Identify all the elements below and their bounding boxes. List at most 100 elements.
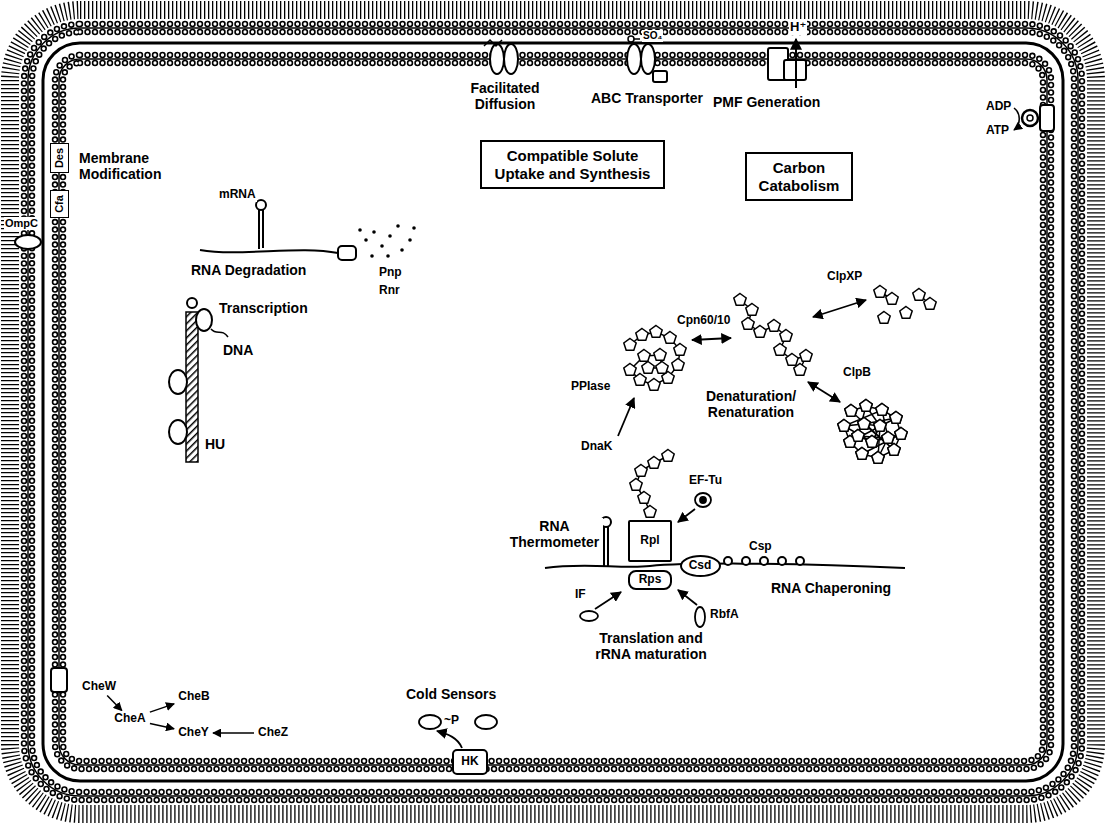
node-text: Rpl: [640, 534, 659, 548]
text-label: ClpB: [842, 366, 872, 380]
protein-label: CheW: [80, 680, 118, 694]
rna-thermometer-stem: [603, 527, 605, 566]
amino-acid-pentagon: [644, 506, 656, 518]
ribosome-binding-factor: [695, 607, 705, 627]
cold-sensor-protein: [475, 715, 497, 729]
cold-shock-protein: [724, 557, 732, 565]
membrane-enzyme-box: Cfa: [50, 190, 69, 218]
ribosome-large-subunit: Rpl: [628, 520, 672, 562]
amino-acid-pentagon: [852, 430, 864, 442]
atpase-domain: [653, 71, 667, 82]
nucleotide-dot: [370, 254, 374, 258]
nucleic-acid-drawings: [169, 200, 905, 568]
node-text: Cfa: [53, 195, 66, 213]
abc-transporter-symbol: [627, 44, 641, 74]
amino-acid-pentagon: [662, 450, 674, 462]
text-label: RbfA: [709, 608, 740, 622]
helicase-ellipse: Csd: [680, 555, 721, 577]
nucleotide-dot: [372, 230, 376, 234]
amino-acid-pentagon: [654, 349, 666, 361]
amino-acid-pentagon: [874, 420, 886, 432]
amino-acid-pentagon: [638, 492, 650, 504]
amino-acid-pentagon: [890, 412, 902, 424]
node-text: Compatible Solute Uptake and Synthesis: [490, 147, 655, 182]
amino-acid-pentagon: [780, 330, 792, 342]
outer-membrane-beads-hole: [32, 32, 1074, 792]
text-label: ~P: [443, 714, 460, 728]
protein-states: [624, 286, 936, 518]
amino-acid-pentagon: [746, 304, 758, 316]
amino-acid-pentagon: [650, 326, 662, 338]
amino-acid-pentagon: [845, 405, 857, 417]
text-label: PMF Generation: [712, 94, 821, 110]
amino-acid-pentagon: [800, 350, 812, 362]
nucleotide-dot: [358, 228, 362, 232]
amino-acid-pentagon: [642, 362, 654, 374]
sulfate-molecule: [628, 36, 634, 42]
text-label: Rnr: [378, 284, 401, 298]
text-label: SO₄: [642, 30, 663, 42]
binding-arrow: [678, 509, 695, 522]
rna-thermometer-stem: [607, 527, 609, 566]
amino-acid-pentagon: [630, 479, 642, 491]
amino-acid-pentagon: [860, 400, 872, 412]
text-label: ClpXP: [826, 270, 863, 284]
amino-acid-pentagon: [872, 452, 884, 464]
amino-acid-pentagon: [856, 448, 868, 460]
amino-acid-pentagon: [838, 420, 850, 432]
facilitator-symbol: [504, 44, 518, 74]
inner-membrane-beads-hole: [55, 55, 1051, 769]
amino-acid-pentagon: [734, 294, 746, 306]
nucleotide-dot: [396, 224, 400, 228]
amino-acid-pentagon: [858, 418, 870, 430]
abc-transporter-symbol: [641, 44, 655, 74]
amino-acid-pentagon: [858, 418, 870, 430]
amino-acid-pentagon: [882, 432, 894, 444]
text-label: ADP: [985, 100, 1012, 114]
amino-acid-pentagon: [888, 444, 900, 456]
amino-acid-pentagon: [656, 362, 668, 374]
amino-acid-pentagon: [648, 379, 660, 391]
phosphorylation-arrow: [1014, 108, 1019, 130]
node-text: CheB: [178, 690, 210, 704]
amino-acid-pentagon: [634, 374, 646, 386]
text-label: Pnp: [378, 266, 403, 280]
text-label: Transcription: [218, 300, 309, 316]
amino-acid-pentagon: [856, 448, 868, 460]
proton-arrow: [795, 39, 797, 88]
amino-acid-pentagon: [638, 350, 650, 362]
protein-label: CheY: [176, 726, 211, 740]
node-text: CheW: [82, 680, 116, 694]
atp-synthase-core: [1027, 115, 1033, 121]
rna-polymerase: [196, 309, 212, 331]
disaggregase-arrow: [808, 382, 840, 402]
amino-acid-pentagon: [866, 436, 878, 448]
amino-acid-pentagon: [866, 436, 878, 448]
process-box: Compatible Solute Uptake and Synthesis: [480, 140, 665, 189]
text-label: H⁺: [789, 20, 807, 35]
node-text: Carbon Catabolism: [755, 159, 843, 194]
text-label: Translation and rRNA maturation: [588, 630, 714, 662]
phosphotransfer-arrow: [437, 731, 462, 748]
outer-membrane-beads-hole: [24, 24, 1082, 800]
amino-acid-pentagon: [878, 312, 890, 324]
inner-membrane-beads-hole: [63, 63, 1043, 761]
amino-acid-pentagon: [624, 339, 636, 351]
inner-membrane-beads: [63, 63, 1043, 761]
cold-shock-protein: [796, 557, 804, 565]
text-label: ATP: [985, 124, 1010, 138]
amino-acid-pentagon: [774, 344, 786, 356]
nucleotide-dot: [388, 234, 392, 238]
histidine-kinase-box: HK: [452, 749, 488, 775]
amino-acid-pentagon: [794, 364, 806, 376]
initiation-factor: [580, 611, 598, 621]
amino-acid-pentagon: [874, 286, 886, 298]
inner-membrane-core: [59, 59, 1047, 765]
polypeptide-chain: [740, 300, 806, 370]
amino-acid-pentagon: [742, 318, 754, 330]
mrna-hairpin-stem: [262, 210, 264, 248]
peptidoglycan-layer: [43, 43, 1063, 781]
